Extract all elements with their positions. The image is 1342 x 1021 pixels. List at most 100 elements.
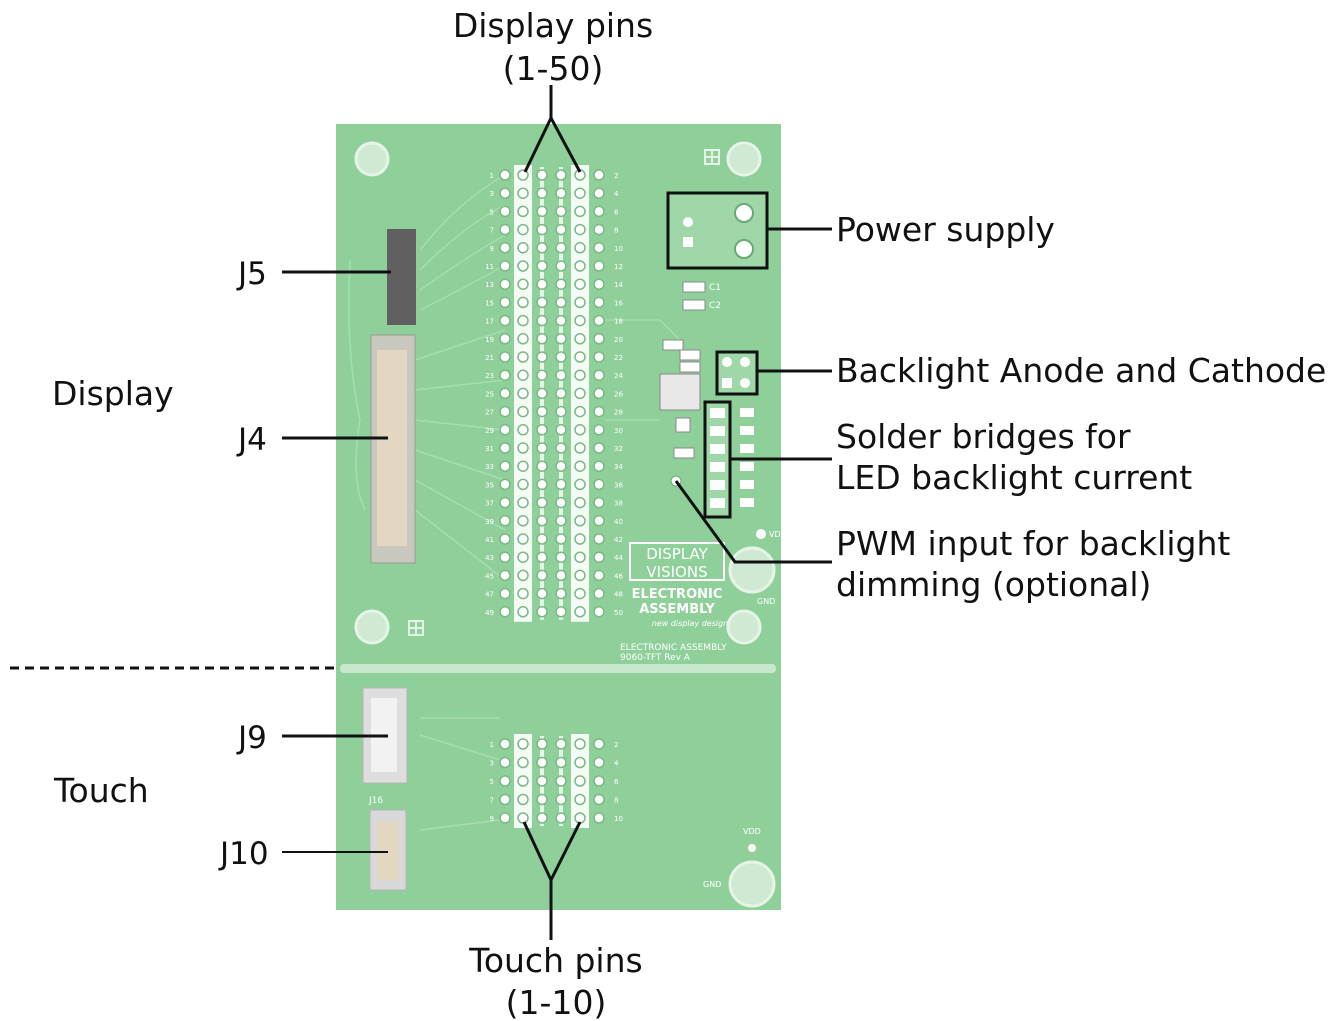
j5-connector (387, 229, 416, 325)
display-pin-pad (499, 387, 511, 400)
display-pin-pad (499, 205, 511, 218)
solder-bridges-label-2: LED backlight current (836, 458, 1192, 497)
touch-pin-even-label: 4 (614, 760, 619, 768)
touch-pin-pad (574, 793, 586, 806)
display-pin-pad (555, 187, 567, 199)
display-pin-pad (555, 496, 567, 509)
display-pin-odd-label: 15 (485, 299, 494, 307)
display-pin-pad (499, 223, 511, 236)
display-pin-odd-label: 45 (485, 572, 494, 580)
j5-label: J5 (236, 256, 267, 292)
display-pin-pad (574, 296, 586, 309)
display-pin-pad (574, 278, 586, 290)
display-pin-pad (536, 515, 548, 527)
touch-pin-pad (499, 812, 511, 824)
display-pin-odd-label: 13 (485, 281, 494, 289)
backlight-pad (740, 357, 750, 367)
display-pin-pad (536, 551, 548, 563)
display-pin-odd-label: 33 (485, 463, 494, 471)
display-pin-pad (517, 606, 529, 618)
display-pin-even-label: 40 (614, 518, 623, 526)
display-pin-pad (517, 478, 529, 491)
touch-pin-odd-label: 5 (490, 778, 494, 786)
display-pin-pad (555, 478, 567, 491)
display-pin-pad (574, 569, 586, 582)
display-pin-pad (517, 515, 529, 527)
vdd-pad (756, 529, 766, 539)
display-pin-even-label: 6 (614, 208, 619, 216)
display-pin-pad (499, 351, 511, 363)
display-pin-pad (555, 551, 567, 563)
display-pin-pad (499, 533, 511, 545)
display-pin-pad (517, 496, 529, 509)
brand-electronic: ELECTRONIC (632, 587, 723, 602)
display-pin-pad (499, 424, 511, 436)
display-pin-pad (499, 296, 511, 309)
display-pin-pad (593, 223, 605, 236)
display-pin-pad (555, 242, 567, 254)
display-visions-logo (629, 542, 725, 581)
display-pin-pad (499, 169, 511, 181)
display-pin-pad (593, 496, 605, 509)
display-pin-pad (499, 587, 511, 600)
display-pin-pad (499, 278, 511, 290)
touch-pin-pad (574, 812, 586, 824)
display-pin-pad (536, 442, 548, 454)
display-pin-odd-label: 25 (485, 390, 494, 398)
display-pin-pad (593, 424, 605, 436)
touch-pin-even-label: 10 (614, 815, 623, 823)
vdd-pad-touch (748, 844, 756, 852)
touch-pin-pad (574, 738, 586, 750)
display-pin-pad (517, 223, 529, 236)
power-supply-terminal (666, 191, 769, 270)
display-pin-pad (574, 351, 586, 363)
display-pin-pad (593, 205, 605, 218)
display-pin-pad (593, 442, 605, 454)
display-pin-pad (574, 260, 586, 272)
touch-pin-pad (574, 756, 586, 769)
display-pin-pad (555, 260, 567, 272)
display-pin-pad (555, 442, 567, 454)
display-pin-pad (593, 460, 605, 472)
display-pin-pad (499, 460, 511, 472)
display-pin-pad (517, 351, 529, 363)
display-pin-pad (499, 260, 511, 272)
display-pin-pad (574, 205, 586, 218)
display-pin-pad (517, 405, 529, 418)
display-pin-even-label: 48 (614, 591, 623, 599)
display-pin-pad (593, 587, 605, 600)
power-supply-label: Power supply (836, 210, 1055, 249)
display-pin-pad (593, 260, 605, 272)
display-pin-odd-label: 27 (485, 409, 494, 417)
display-pin-pad (574, 551, 586, 563)
vdd-label-touch: VDD (743, 827, 761, 836)
display-pin-pad (574, 242, 586, 254)
display-pin-even-label: 34 (614, 463, 623, 471)
display-pin-pad (536, 606, 548, 618)
display-pin-odd-label: 47 (485, 591, 494, 599)
solder-bridges-label-1: Solder bridges for (836, 417, 1131, 456)
display-pin-pad (555, 405, 567, 418)
display-pin-pad (593, 515, 605, 527)
display-pin-pad (536, 424, 548, 436)
touch-pin-pad (517, 738, 529, 750)
display-pin-odd-label: 19 (485, 336, 494, 344)
display-pin-pad (536, 478, 548, 491)
section-touch-label: Touch (53, 771, 149, 810)
display-pin-odd-label: 3 (490, 190, 494, 198)
display-pin-pad (555, 169, 567, 181)
fiducial-marks (408, 149, 720, 636)
display-pin-pad (555, 369, 567, 381)
display-pin-pad (555, 387, 567, 400)
display-pin-pad (517, 569, 529, 582)
display-pin-even-label: 14 (614, 281, 623, 289)
display-pin-pad (536, 296, 548, 309)
display-pin-even-label: 46 (614, 572, 623, 580)
display-pin-pad (499, 478, 511, 491)
touch-pin-pad (593, 756, 605, 769)
display-pin-pad (536, 569, 548, 582)
display-pin-even-label: 30 (614, 427, 623, 435)
touch-pin-pad (499, 738, 511, 750)
display-pin-pad (536, 369, 548, 381)
